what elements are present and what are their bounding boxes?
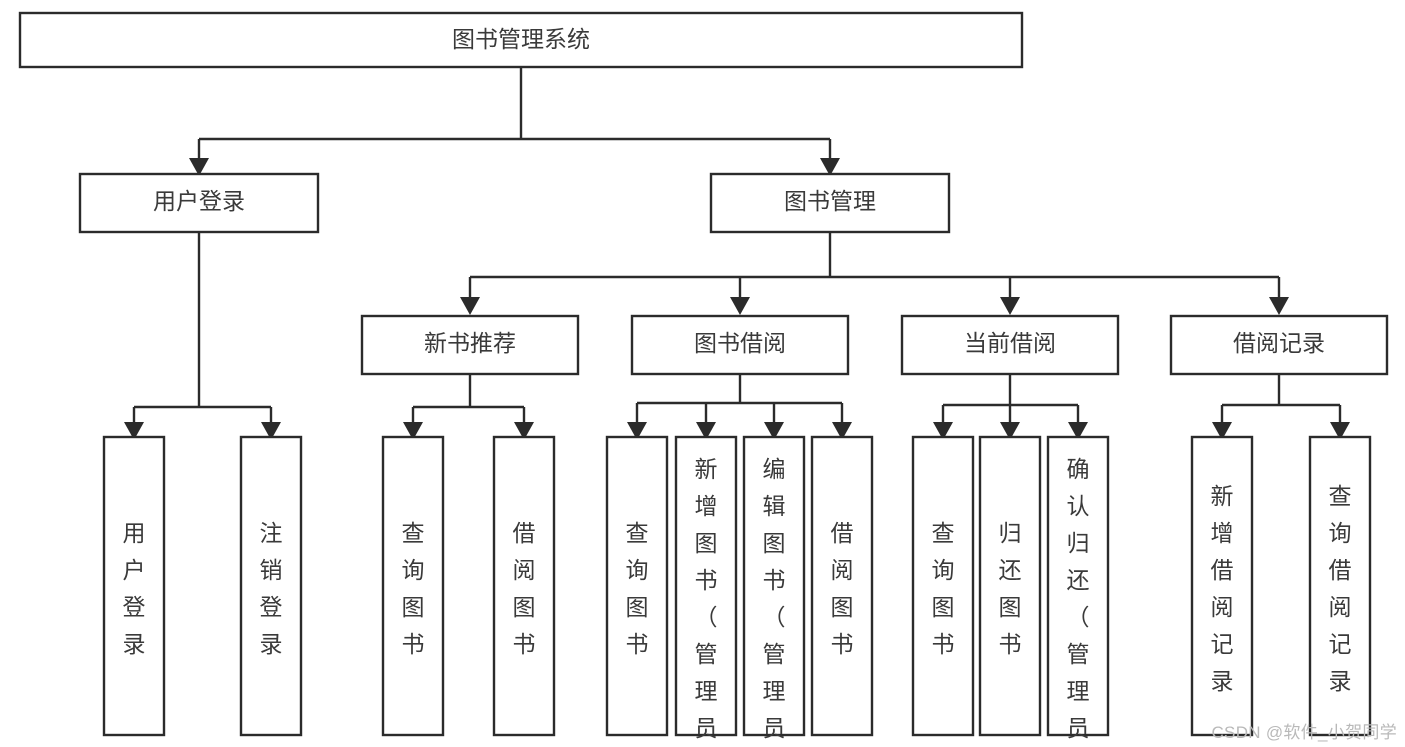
- connector-book-manage-bus: [468, 232, 1281, 300]
- leaf-nodes: 用户登录 注销登录 查询图书 借阅图书 查询图书 新增图书（管理员）: [102, 435, 1372, 747]
- arrow-head-icon: [696, 422, 716, 440]
- node-leaf-add-record-box[interactable]: [1190, 435, 1254, 737]
- arrow-head-icon: [460, 297, 480, 315]
- node-user-login[interactable]: 用户登录: [78, 172, 320, 234]
- node-leaf-add-book-box[interactable]: [674, 435, 738, 737]
- node-leaf-add-record-label: 新增借阅记录: [1211, 483, 1234, 694]
- node-book-manage-label: 图书管理: [784, 188, 876, 214]
- node-leaf-add-book[interactable]: 新增图书（管理员）: [674, 435, 738, 747]
- node-leaf-user-login-box[interactable]: [102, 435, 166, 737]
- node-leaf-borrow-book-2[interactable]: 借阅图书: [810, 435, 874, 737]
- node-leaf-logout-login-box[interactable]: [239, 435, 303, 737]
- connector-user-login-bus: [132, 232, 273, 424]
- arrow-head-icon: [1000, 297, 1020, 315]
- connectors: [132, 67, 1342, 424]
- node-borrow-record-box[interactable]: [1169, 314, 1389, 376]
- node-root-label: 图书管理系统: [452, 26, 590, 52]
- node-new-book-recommend-box[interactable]: [360, 314, 580, 376]
- node-leaf-query-record[interactable]: 查询借阅记录: [1308, 435, 1372, 737]
- arrow-head-icon: [1269, 297, 1289, 315]
- node-new-book-recommend[interactable]: 新书推荐: [360, 314, 580, 376]
- node-leaf-query-book-2[interactable]: 查询图书: [605, 435, 669, 737]
- node-leaf-logout-login[interactable]: 注销登录: [239, 435, 303, 737]
- node-book-borrow-label: 图书借阅: [694, 330, 786, 356]
- node-current-borrow-box[interactable]: [900, 314, 1120, 376]
- node-leaf-query-book-1-label: 查询图书: [402, 520, 425, 657]
- node-leaf-add-book-label: 新增图书（管理员）: [695, 456, 718, 747]
- arrow-head-icon: [730, 297, 750, 315]
- node-book-manage-box[interactable]: [709, 172, 951, 234]
- arrow-head-icon: [189, 158, 209, 176]
- connector-current-borrow-bus: [941, 374, 1080, 424]
- node-user-login-label: 用户登录: [153, 188, 245, 214]
- node-leaf-query-book-1[interactable]: 查询图书: [381, 435, 445, 737]
- arrow-head-icon: [764, 422, 784, 440]
- node-leaf-edit-book-label: 编辑图书（管理员）: [763, 456, 786, 747]
- arrow-head-icon: [933, 422, 953, 440]
- arrow-head-icon: [1330, 422, 1350, 440]
- node-leaf-return-book[interactable]: 归还图书: [978, 435, 1042, 737]
- arrow-head-icon: [627, 422, 647, 440]
- node-leaf-query-record-box[interactable]: [1308, 435, 1372, 737]
- arrow-head-icon: [820, 158, 840, 176]
- arrow-head-icon: [1212, 422, 1232, 440]
- node-leaf-confirm-return-box[interactable]: [1046, 435, 1110, 737]
- arrow-head-icon: [403, 422, 423, 440]
- node-leaf-borrow-book-1[interactable]: 借阅图书: [492, 435, 556, 737]
- node-leaf-edit-book-box[interactable]: [742, 435, 806, 737]
- node-leaf-query-record-label: 查询借阅记录: [1329, 483, 1352, 694]
- node-leaf-borrow-book-2-box[interactable]: [810, 435, 874, 737]
- node-leaf-borrow-book-1-box[interactable]: [492, 435, 556, 737]
- node-leaf-user-login-label: 用户登录: [123, 520, 146, 657]
- node-leaf-return-book-box[interactable]: [978, 435, 1042, 737]
- arrow-head-icon: [832, 422, 852, 440]
- node-user-login-box[interactable]: [78, 172, 320, 234]
- connector-new-book-recommend-bus: [411, 374, 526, 424]
- node-leaf-query-book-3[interactable]: 查询图书: [911, 435, 975, 737]
- node-leaf-query-book-2-label: 查询图书: [626, 520, 649, 657]
- connector-borrow-record-bus: [1220, 374, 1342, 424]
- node-leaf-query-book-3-label: 查询图书: [932, 520, 955, 657]
- node-leaf-user-login[interactable]: 用户登录: [102, 435, 166, 737]
- arrow-head-icon: [124, 422, 144, 440]
- node-leaf-add-record[interactable]: 新增借阅记录: [1190, 435, 1254, 737]
- node-book-borrow-box[interactable]: [630, 314, 850, 376]
- connector-book-borrow-bus: [635, 374, 844, 424]
- arrow-head-icon: [1000, 422, 1020, 440]
- node-leaf-borrow-book-1-label: 借阅图书: [513, 520, 536, 657]
- connector-root-bus: [197, 67, 832, 160]
- node-leaf-query-book-2-box[interactable]: [605, 435, 669, 737]
- node-book-borrow[interactable]: 图书借阅: [630, 314, 850, 376]
- node-current-borrow[interactable]: 当前借阅: [900, 314, 1120, 376]
- node-leaf-borrow-book-2-label: 借阅图书: [831, 520, 854, 657]
- node-leaf-logout-login-label: 注销登录: [260, 520, 283, 657]
- node-current-borrow-label: 当前借阅: [964, 330, 1056, 356]
- node-borrow-record[interactable]: 借阅记录: [1169, 314, 1389, 376]
- watermark-text: CSDN @软件_小贺同学: [1211, 723, 1397, 742]
- node-book-manage[interactable]: 图书管理: [709, 172, 951, 234]
- arrow-head-icon: [261, 422, 281, 440]
- arrow-head-icon: [1068, 422, 1088, 440]
- arrow-heads: [124, 158, 1350, 440]
- node-leaf-confirm-return-label: 确认归还（管理员）: [1067, 456, 1090, 747]
- node-leaf-query-book-3-box[interactable]: [911, 435, 975, 737]
- node-borrow-record-label: 借阅记录: [1233, 330, 1325, 356]
- node-root-box[interactable]: [18, 11, 1024, 69]
- node-root[interactable]: 图书管理系统: [18, 11, 1024, 69]
- node-leaf-confirm-return[interactable]: 确认归还（管理员）: [1046, 435, 1110, 747]
- arrow-head-icon: [514, 422, 534, 440]
- node-leaf-edit-book[interactable]: 编辑图书（管理员）: [742, 435, 806, 747]
- node-new-book-recommend-label: 新书推荐: [424, 330, 516, 356]
- node-leaf-return-book-label: 归还图书: [999, 520, 1022, 657]
- node-leaf-query-book-1-box[interactable]: [381, 435, 445, 737]
